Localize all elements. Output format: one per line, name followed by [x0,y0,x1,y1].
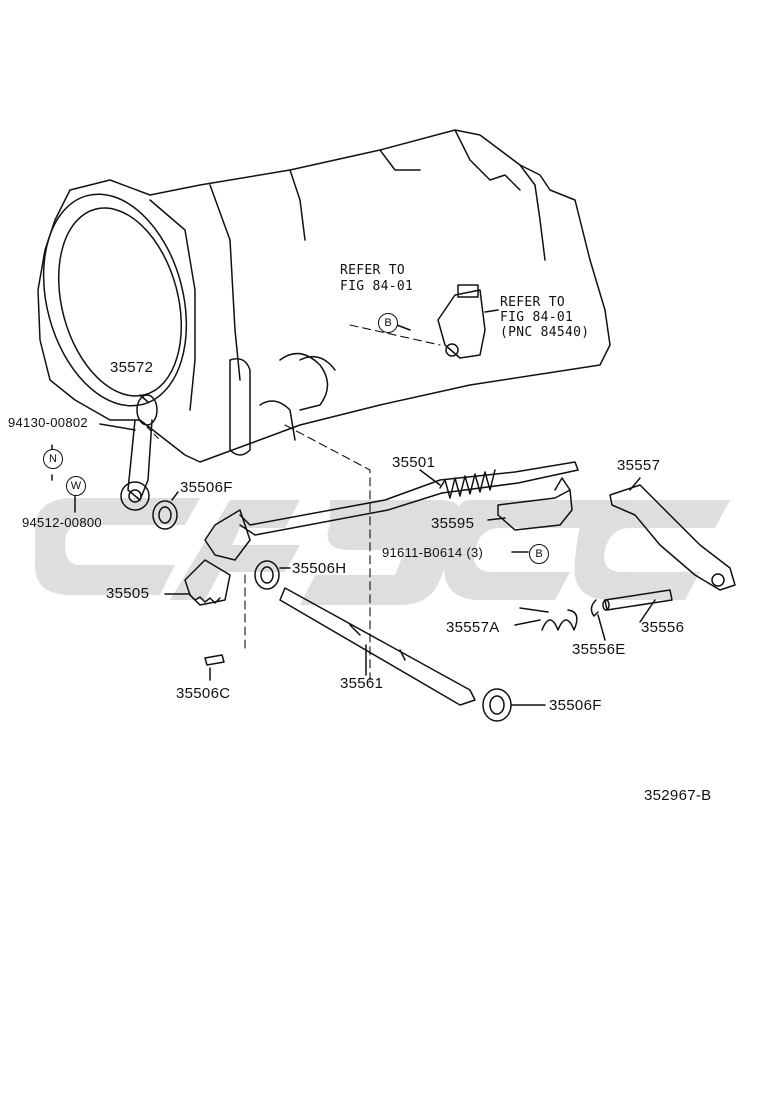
refer-b1-line2: FIG 84-01 [340,279,414,294]
label-35557: 35557 [617,457,661,474]
part-35505 [184,509,251,606]
part-35501 [239,461,579,536]
label-35561: 35561 [340,675,384,692]
label-35506F-bottom: 35506F [549,697,602,714]
label-35506C: 35506C [176,685,231,702]
label-35501: 35501 [392,454,436,471]
part-35572 [120,394,158,511]
label-35505: 35505 [106,585,150,602]
bell-housing [42,193,188,407]
label-35556E: 35556E [572,641,626,658]
figure-code: 352967-B [644,787,712,804]
part-35506C [204,654,225,666]
part-35506H [254,560,280,590]
label-35595: 35595 [431,515,475,532]
label-35506F-top: 35506F [180,479,233,496]
badge-n-icon: N [43,449,63,469]
part-35506F-lower [482,688,512,722]
part-35556 [602,589,673,611]
label-94512-00800: 94512-00800 [22,515,102,530]
label-91611-B0614: 91611-B0614 (3) [382,545,484,560]
part-35557 [609,484,736,591]
badge-b2-icon: B [529,544,549,564]
transmission-case [37,129,611,463]
neutral-start-switch [437,284,486,359]
label-35556: 35556 [641,619,685,636]
refer-b2-line2: FIG 84-01 [500,310,574,325]
part-35595 [497,477,573,531]
refer-b2-line1: REFER TO [500,295,566,310]
part-35557A [519,607,578,631]
refer-b2-line3: (PNC 84540) [500,325,590,340]
refer-b1-line1: REFER TO [340,263,406,278]
watermark-logo [35,498,730,605]
label-35572: 35572 [110,359,154,376]
badge-b-icon: B [378,313,398,333]
part-35556E [590,599,599,617]
badge-w-icon: W [66,476,86,496]
part-35561 [279,587,476,706]
label-35506H: 35506H [292,560,347,577]
label-35557A: 35557A [446,619,500,636]
part-35506F-upper [152,500,178,530]
label-94130-00802: 94130-00802 [8,415,88,430]
